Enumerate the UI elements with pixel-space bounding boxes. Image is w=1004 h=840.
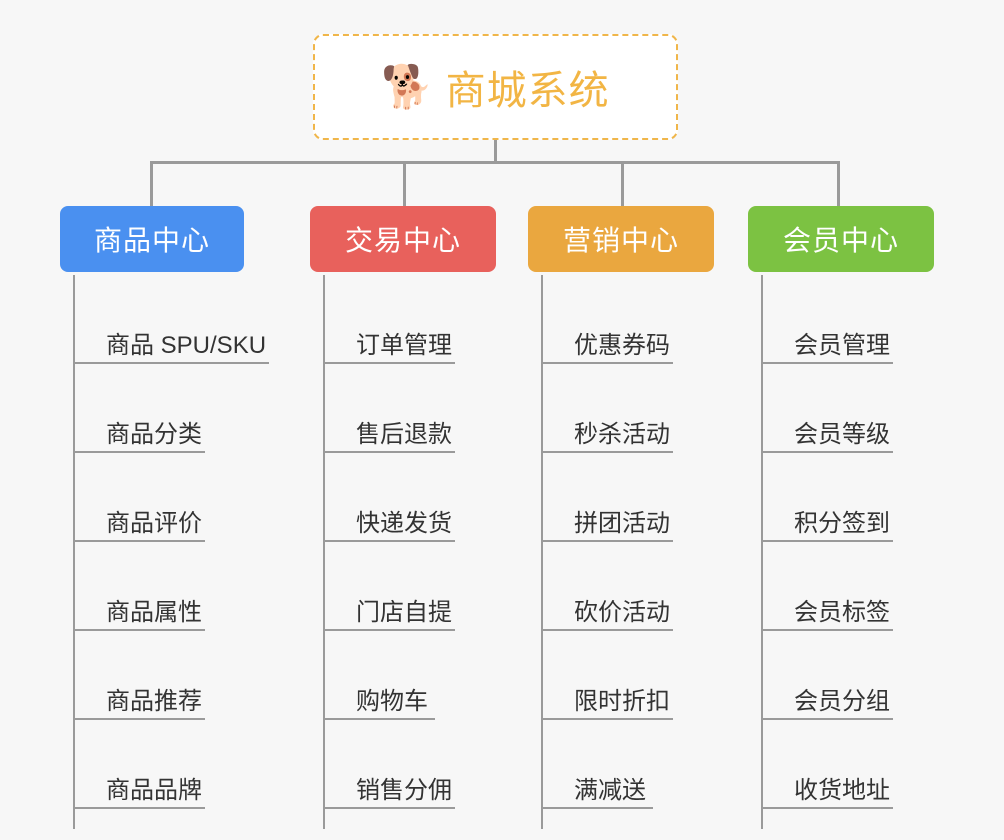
leaf-underline bbox=[75, 629, 205, 631]
leaf-list-3: 优惠券码 秒杀活动 拼团活动 砍价活动 限时折扣 满减送 bbox=[528, 275, 714, 835]
leaf-label: 限时折扣 bbox=[574, 687, 670, 715]
leaf-item[interactable]: 商品推荐 bbox=[74, 631, 266, 720]
leaf-underline bbox=[763, 629, 893, 631]
leaf-underline bbox=[543, 629, 673, 631]
leaf-underline bbox=[75, 451, 205, 453]
leaf-underline bbox=[543, 718, 673, 720]
leaf-underline bbox=[325, 629, 455, 631]
shiba-dog-icon: 🐕 bbox=[381, 63, 434, 110]
leaf-underline bbox=[763, 451, 893, 453]
connector-drop-3 bbox=[621, 161, 624, 206]
leaf-label: 优惠券码 bbox=[574, 331, 670, 359]
root-node-title: 商城系统 bbox=[445, 69, 610, 113]
branch-column-4: 会员中心 会员管理 会员等级 积分签到 会员标签 会员分组 收货地址 bbox=[748, 206, 934, 835]
leaf-item[interactable]: 商品 SPU/SKU bbox=[74, 275, 269, 364]
leaf-item[interactable]: 会员标签 bbox=[762, 542, 934, 631]
leaf-underline bbox=[325, 451, 455, 453]
leaf-label: 收货地址 bbox=[794, 776, 890, 804]
leaf-label: 积分签到 bbox=[794, 509, 890, 537]
leaf-list-1: 商品 SPU/SKU 商品分类 商品评价 商品属性 商品推荐 商品品牌 bbox=[60, 275, 269, 835]
leaf-item[interactable]: 门店自提 bbox=[324, 542, 496, 631]
leaf-item[interactable]: 限时折扣 bbox=[542, 631, 714, 720]
leaf-label: 商品品牌 bbox=[106, 776, 202, 804]
leaf-underline bbox=[543, 362, 673, 364]
leaf-item[interactable]: 优惠券码 bbox=[542, 275, 714, 364]
leaf-label: 满减送 bbox=[574, 776, 646, 804]
leaf-underline bbox=[325, 540, 455, 542]
branch-trunk-4 bbox=[761, 275, 763, 829]
leaf-item[interactable]: 商品分类 bbox=[74, 364, 266, 453]
leaf-label: 会员等级 bbox=[794, 420, 890, 448]
leaf-label: 销售分佣 bbox=[356, 776, 452, 804]
leaf-item[interactable]: 会员管理 bbox=[762, 275, 934, 364]
leaf-underline bbox=[325, 718, 435, 720]
branch-trunk-1 bbox=[73, 275, 75, 829]
leaf-underline bbox=[75, 807, 205, 809]
leaf-item[interactable]: 砍价活动 bbox=[542, 542, 714, 631]
leaf-label: 商品推荐 bbox=[106, 687, 202, 715]
leaf-item[interactable]: 销售分佣 bbox=[324, 720, 496, 809]
leaf-underline bbox=[763, 540, 893, 542]
leaf-underline bbox=[75, 362, 269, 364]
leaf-item[interactable]: 满减送 bbox=[542, 720, 714, 809]
root-node-shop-system[interactable]: 🐕 商城系统 bbox=[313, 34, 678, 140]
connector-drop-4 bbox=[837, 161, 840, 206]
leaf-underline bbox=[325, 807, 455, 809]
leaf-item[interactable]: 购物车 bbox=[324, 631, 496, 720]
connector-horizontal-bar bbox=[150, 161, 839, 164]
leaf-label: 会员管理 bbox=[794, 331, 890, 359]
connector-root-stem bbox=[494, 140, 497, 164]
leaf-underline bbox=[325, 362, 455, 364]
leaf-item[interactable]: 售后退款 bbox=[324, 364, 496, 453]
leaf-item[interactable]: 商品属性 bbox=[74, 542, 266, 631]
leaf-item[interactable]: 快递发货 bbox=[324, 453, 496, 542]
leaf-label: 商品评价 bbox=[106, 509, 202, 537]
branch-column-1: 商品中心 商品 SPU/SKU 商品分类 商品评价 商品属性 商品推荐 商品品牌 bbox=[60, 206, 269, 835]
leaf-list-2: 订单管理 售后退款 快递发货 门店自提 购物车 销售分佣 bbox=[310, 275, 496, 835]
leaf-item[interactable]: 会员分组 bbox=[762, 631, 934, 720]
leaf-underline bbox=[543, 451, 673, 453]
branch-header-3[interactable]: 营销中心 bbox=[528, 206, 714, 272]
branch-trunk-3 bbox=[541, 275, 543, 829]
leaf-label: 会员分组 bbox=[794, 687, 890, 715]
leaf-label: 秒杀活动 bbox=[574, 420, 670, 448]
leaf-label: 砍价活动 bbox=[574, 598, 670, 626]
leaf-item[interactable]: 秒杀活动 bbox=[542, 364, 714, 453]
leaf-label: 门店自提 bbox=[356, 598, 452, 626]
leaf-label: 拼团活动 bbox=[574, 509, 670, 537]
leaf-label: 商品属性 bbox=[106, 598, 202, 626]
leaf-item[interactable]: 会员等级 bbox=[762, 364, 934, 453]
leaf-label: 会员标签 bbox=[794, 598, 890, 626]
connector-drop-1 bbox=[150, 161, 153, 206]
leaf-underline bbox=[763, 362, 893, 364]
leaf-label: 购物车 bbox=[356, 687, 428, 715]
leaf-underline bbox=[543, 540, 673, 542]
branch-header-4[interactable]: 会员中心 bbox=[748, 206, 934, 272]
leaf-underline bbox=[75, 540, 205, 542]
leaf-underline bbox=[763, 718, 893, 720]
leaf-item[interactable]: 商品品牌 bbox=[74, 720, 266, 809]
branch-column-3: 营销中心 优惠券码 秒杀活动 拼团活动 砍价活动 限时折扣 满减送 bbox=[528, 206, 714, 835]
leaf-label: 商品 SPU/SKU bbox=[106, 331, 267, 359]
leaf-item[interactable]: 商品评价 bbox=[74, 453, 266, 542]
branch-column-2: 交易中心 订单管理 售后退款 快递发货 门店自提 购物车 销售分佣 bbox=[310, 206, 496, 835]
leaf-label: 商品分类 bbox=[106, 420, 202, 448]
branch-header-1[interactable]: 商品中心 bbox=[60, 206, 244, 272]
branch-header-2[interactable]: 交易中心 bbox=[310, 206, 496, 272]
leaf-item[interactable]: 收货地址 bbox=[762, 720, 934, 809]
leaf-label: 订单管理 bbox=[356, 331, 452, 359]
leaf-item[interactable]: 订单管理 bbox=[324, 275, 496, 364]
leaf-item[interactable]: 拼团活动 bbox=[542, 453, 714, 542]
connector-drop-2 bbox=[403, 161, 406, 206]
leaf-item[interactable]: 积分签到 bbox=[762, 453, 934, 542]
leaf-list-4: 会员管理 会员等级 积分签到 会员标签 会员分组 收货地址 bbox=[748, 275, 934, 835]
branch-trunk-2 bbox=[323, 275, 325, 829]
leaf-label: 快递发货 bbox=[356, 509, 452, 537]
leaf-underline bbox=[543, 807, 653, 809]
leaf-underline bbox=[763, 807, 893, 809]
leaf-label: 售后退款 bbox=[356, 420, 452, 448]
leaf-underline bbox=[75, 718, 205, 720]
